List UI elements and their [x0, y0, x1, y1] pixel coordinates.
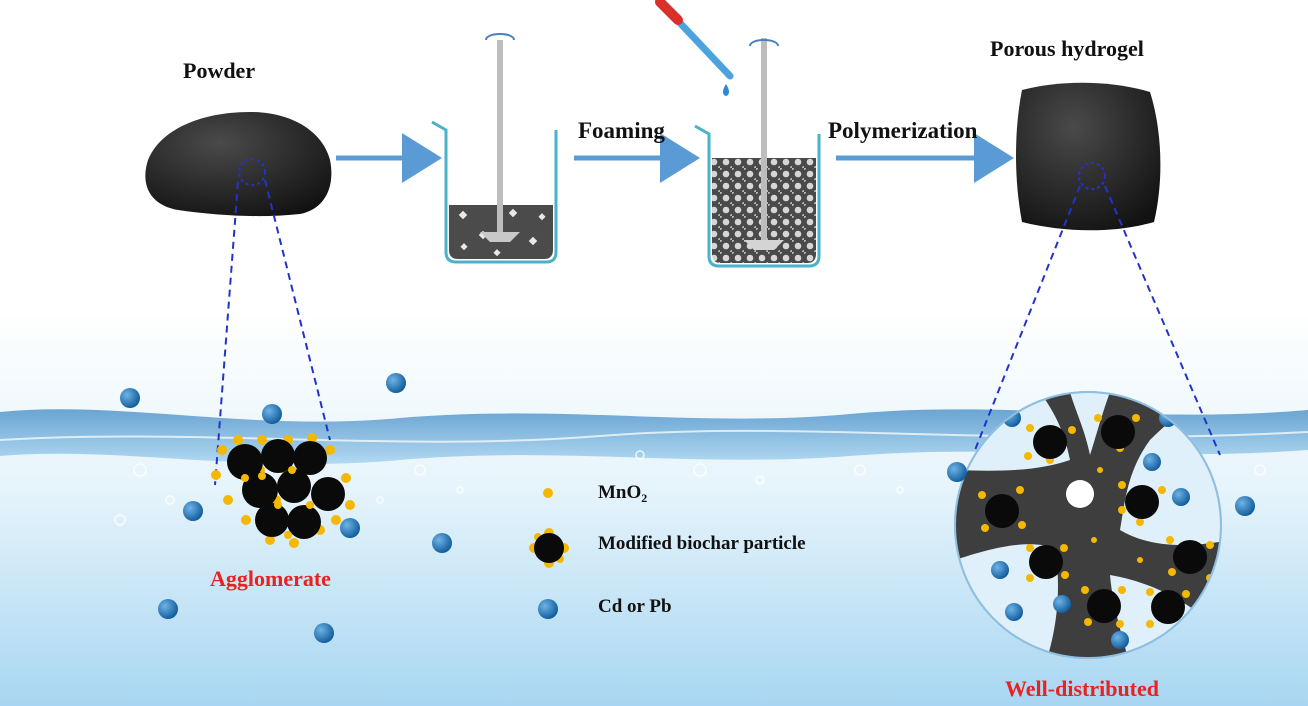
beaker-foamed — [694, 38, 821, 268]
legend-metal-marker — [538, 599, 558, 619]
legend-mno2-subscript: 2 — [641, 491, 648, 505]
dropper-icon — [655, 0, 734, 96]
well-distributed-zoom — [954, 391, 1222, 659]
legend-mno2-marker — [543, 488, 553, 498]
pore — [1066, 480, 1094, 508]
beaker-mixing — [431, 33, 558, 264]
water-bubbles — [114, 450, 1266, 526]
hydrogel-network — [955, 392, 1221, 658]
legend-mno2-label: MnO2 — [598, 482, 647, 506]
agglomerate-label: Agglomerate — [210, 566, 331, 591]
metal-ions-right — [947, 462, 1255, 516]
hydrogel-title: Porous hydrogel — [990, 36, 1144, 61]
hydrogel-zoom-circle — [1078, 162, 1106, 190]
hydrogel-zoom-line-right — [1104, 185, 1221, 456]
agglomerate-cluster — [211, 433, 355, 548]
legend-mno2-text: MnO — [598, 482, 642, 503]
powder-zoom-circle — [238, 158, 266, 186]
hydrogel-image — [1016, 82, 1161, 231]
well-distributed-label: Well-distributed — [1005, 676, 1160, 701]
powder-zoom-line-right — [264, 179, 331, 441]
polymerization-label: Polymerization — [828, 118, 978, 143]
powder-image — [145, 112, 332, 217]
foaming-label: Foaming — [578, 118, 665, 143]
metal-ions-left — [120, 373, 452, 643]
legend — [529, 488, 569, 619]
powder-title: Powder — [183, 58, 256, 83]
legend-metal-label: Cd or Pb — [598, 596, 672, 617]
legend-biochar-label: Modified biochar particle — [598, 533, 806, 554]
legend-biochar-marker — [529, 528, 569, 568]
powder-zoom-line-left — [214, 181, 239, 486]
